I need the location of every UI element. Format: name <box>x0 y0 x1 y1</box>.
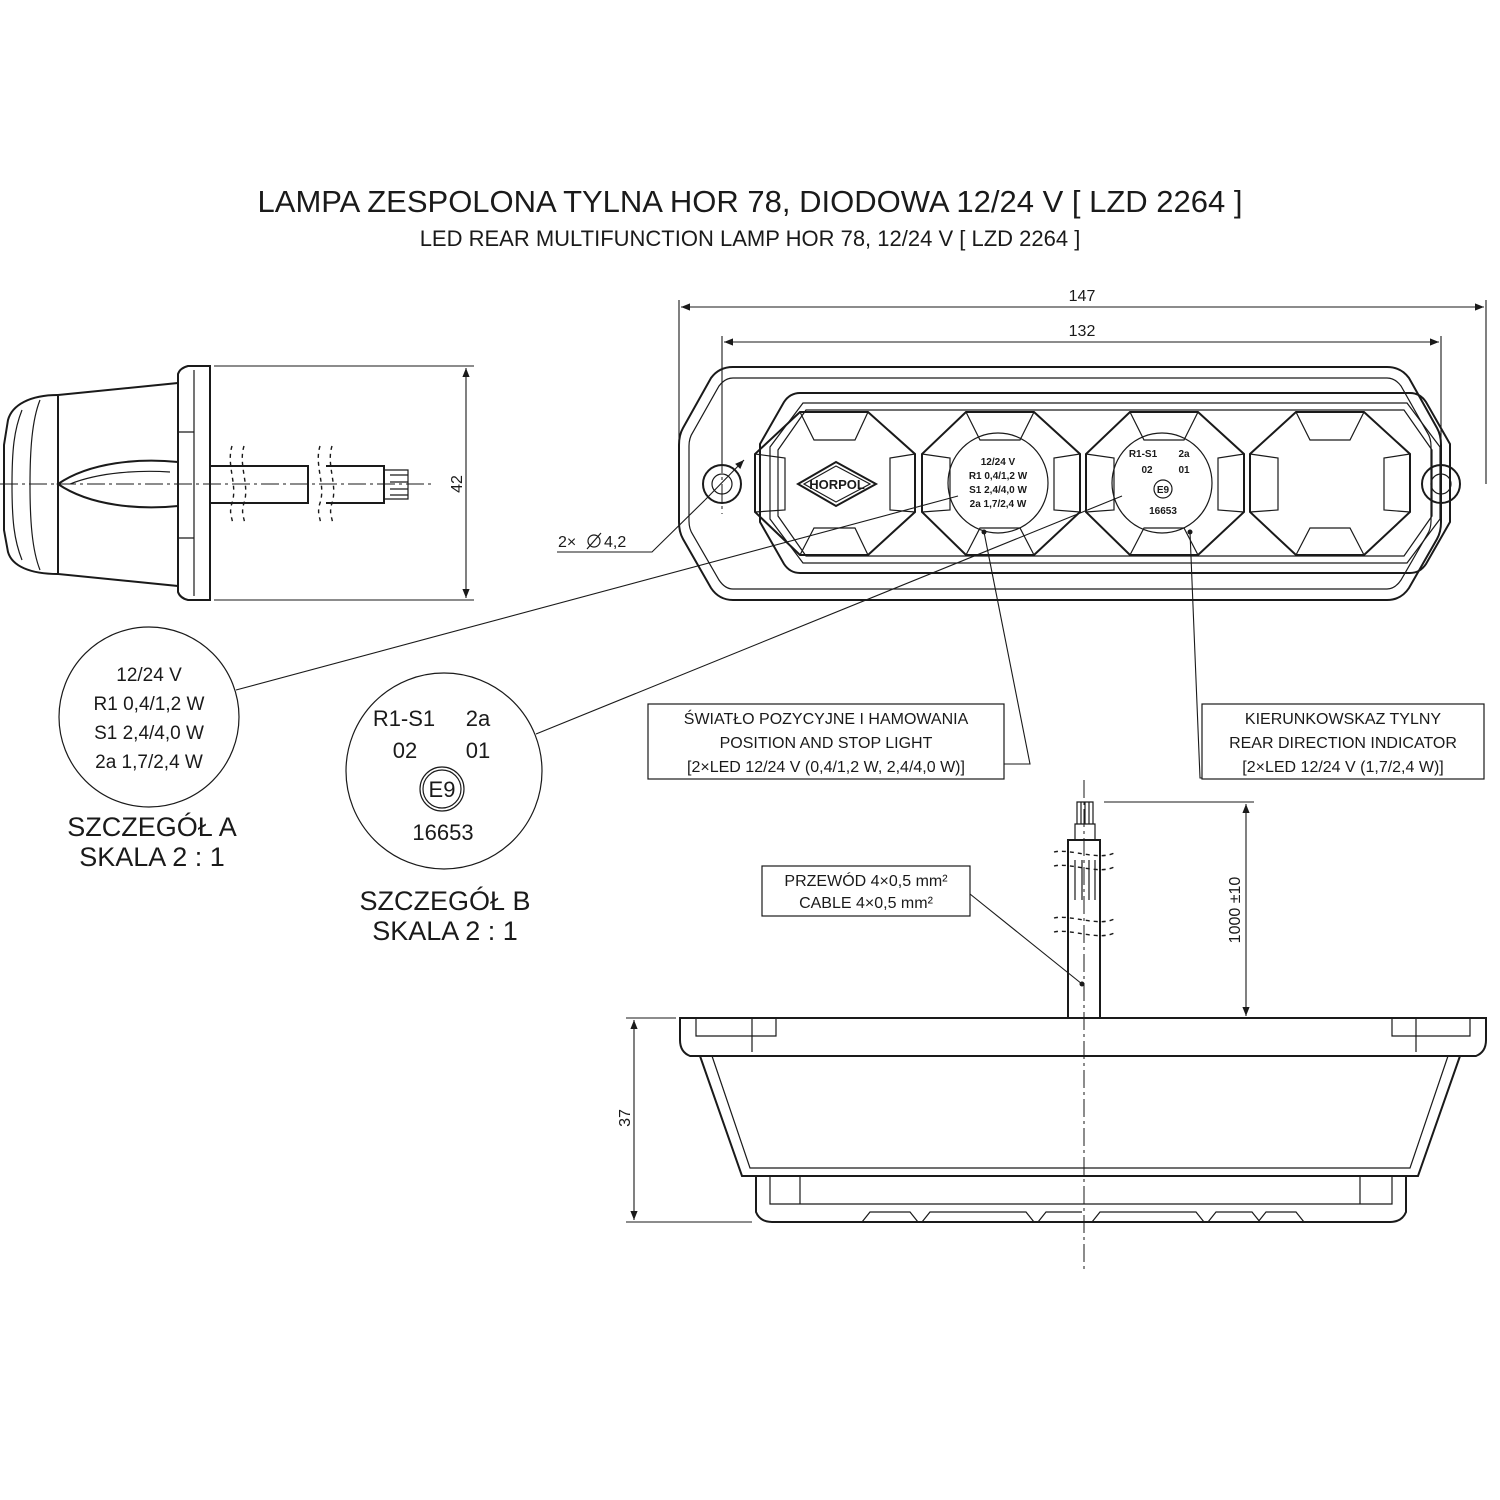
bottom-body <box>699 1055 1461 1177</box>
indicator-leader <box>1189 531 1202 779</box>
detail-a-scale: SKALA 2 : 1 <box>79 842 225 872</box>
lens-3 <box>1085 411 1245 556</box>
svg-text:R1-S1: R1-S1 <box>1129 449 1158 460</box>
bottom-flange <box>679 1017 1487 1057</box>
detail-a-line-3: S1 2,4/4,0 W <box>94 723 204 744</box>
detail-b-01: 01 <box>466 738 490 763</box>
svg-text:16653: 16653 <box>1149 506 1177 517</box>
detail-a-line-1: 12/24 V <box>116 665 182 686</box>
side-flange <box>177 365 211 601</box>
detail-b-2a: 2a <box>466 706 491 731</box>
svg-text:PRZEWÓD 4×0,5 mm²: PRZEWÓD 4×0,5 mm² <box>784 871 948 890</box>
height-dimension-label: 42 <box>449 475 466 493</box>
lens-label-b: R1-S1 2a 02 01 E9 16653 <box>1111 432 1213 534</box>
hole-leader-line <box>557 499 706 553</box>
svg-text:01: 01 <box>1178 465 1190 476</box>
diameter-icon <box>586 532 602 550</box>
detail-a-line-2: R1 0,4/1,2 W <box>94 694 205 715</box>
lens-4 <box>1249 411 1411 556</box>
position-light-leader <box>983 531 1031 765</box>
detail-a-leader <box>235 495 959 691</box>
width-132-label: 132 <box>1069 323 1096 340</box>
side-lens-outline <box>3 394 59 575</box>
front-view: HORPOL 12/24 V R1 0,4/1,2 W S1 2,4/4,0 W… <box>557 288 1487 601</box>
lens-label-a: 12/24 V R1 0,4/1,2 W S1 2,4/4,0 W 2a 1,7… <box>947 432 1049 534</box>
detail-a-caption: SZCZEGÓŁ A <box>67 811 237 842</box>
side-view: 42 <box>0 365 474 601</box>
detail-b-r1s1: R1-S1 <box>373 706 435 731</box>
front-body-inner <box>759 392 1451 574</box>
lens-1 <box>754 411 916 556</box>
svg-text:02: 02 <box>1141 465 1153 476</box>
svg-text:R1 0,4/1,2 W: R1 0,4/1,2 W <box>969 471 1028 482</box>
depth-label: 37 <box>617 1109 634 1127</box>
detail-b-02: 02 <box>393 738 417 763</box>
front-flange-outer <box>678 366 1442 601</box>
cable-length-label: 1000 ±10 <box>1227 877 1244 944</box>
drawing-subtitle: LED REAR MULTIFUNCTION LAMP HOR 78, 12/2… <box>420 226 1081 251</box>
horpol-logo: HORPOL <box>796 460 879 508</box>
detail-b-caption: SZCZEGÓŁ B <box>359 885 530 916</box>
callout-cable: PRZEWÓD 4×0,5 mm² CABLE 4×0,5 mm² <box>761 865 1085 987</box>
svg-text:REAR DIRECTION INDICATOR: REAR DIRECTION INDICATOR <box>1229 735 1457 752</box>
detail-b: R1-S1 2a 02 01 E9 16653 SZCZEGÓŁ B SKALA… <box>345 672 543 946</box>
detail-a: 12/24 V R1 0,4/1,2 W S1 2,4/4,0 W 2a 1,7… <box>58 626 240 872</box>
hole-leader-arrow <box>704 459 745 501</box>
bottom-view: 1000 ±10 37 <box>617 780 1487 1270</box>
detail-a-line-4: 2a 1,7/2,4 W <box>95 752 203 773</box>
e-mark-circle <box>419 766 465 812</box>
svg-text:2a 1,7/2,4 W: 2a 1,7/2,4 W <box>970 499 1027 510</box>
drawing-title: LAMPA ZESPOLONA TYLNA HOR 78, DIODOWA 12… <box>258 184 1243 219</box>
bottom-base <box>755 1176 1407 1223</box>
hole-count-label: 2× <box>558 534 576 551</box>
detail-a-circle <box>58 626 240 808</box>
detail-b-scale: SKALA 2 : 1 <box>372 916 518 946</box>
svg-text:HORPOL: HORPOL <box>809 477 865 492</box>
svg-text:E9: E9 <box>1157 485 1170 496</box>
width-147-label: 147 <box>1069 288 1096 305</box>
svg-text:POSITION AND STOP LIGHT: POSITION AND STOP LIGHT <box>720 735 933 752</box>
svg-text:[2×LED 12/24 V (1,7/2,4 W)]: [2×LED 12/24 V (1,7/2,4 W)] <box>1242 759 1443 776</box>
svg-text:CABLE 4×0,5 mm²: CABLE 4×0,5 mm² <box>799 895 934 912</box>
svg-text:ŚWIATŁO POZYCYJNE I HAMOWANIA: ŚWIATŁO POZYCYJNE I HAMOWANIA <box>684 709 969 728</box>
e-mark-label: E9 <box>429 777 456 802</box>
svg-text:[2×LED 12/24 V (0,4/1,2 W, 2,4: [2×LED 12/24 V (0,4/1,2 W, 2,4/4,0 W)] <box>687 759 965 776</box>
hole-diameter-label: 4,2 <box>604 534 626 551</box>
svg-text:12/24 V: 12/24 V <box>981 457 1016 468</box>
svg-text:KIERUNKOWSKAZ TYLNY: KIERUNKOWSKAZ TYLNY <box>1245 711 1442 728</box>
detail-b-number: 16653 <box>412 820 473 845</box>
svg-text:S1 2,4/4,0 W: S1 2,4/4,0 W <box>969 485 1027 496</box>
callout-indicator: KIERUNKOWSKAZ TYLNY REAR DIRECTION INDIC… <box>1201 703 1485 780</box>
callout-position-light: ŚWIATŁO POZYCYJNE I HAMOWANIA POSITION A… <box>647 703 1005 780</box>
detail-b-leader <box>535 495 1123 735</box>
detail-b-circle <box>345 672 543 870</box>
lens-2 <box>921 411 1081 556</box>
svg-text:2a: 2a <box>1178 449 1190 460</box>
